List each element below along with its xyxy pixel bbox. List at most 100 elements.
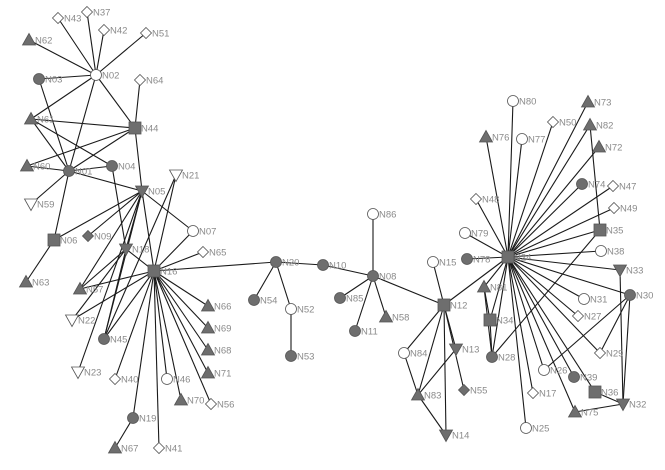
node-n75[interactable]: N75 xyxy=(567,404,599,419)
node-n69[interactable]: N69 xyxy=(200,320,232,335)
node-label: N59 xyxy=(37,200,54,211)
node-n44[interactable]: N44 xyxy=(128,121,158,135)
node-n79[interactable]: N79 xyxy=(459,227,489,240)
node-n58[interactable]: N58 xyxy=(378,309,410,324)
node-n01[interactable]: N01 xyxy=(63,165,93,178)
circle-node-marker xyxy=(367,270,379,282)
node-n67[interactable]: N67 xyxy=(107,440,139,455)
node-n02[interactable]: N02 xyxy=(90,69,120,82)
node-n14[interactable]: N14 xyxy=(438,429,470,443)
node-n42[interactable]: N42 xyxy=(97,23,128,37)
node-n61[interactable]: N61 xyxy=(23,111,55,126)
triangle-down-node-marker xyxy=(70,366,86,380)
node-n20[interactable]: N20 xyxy=(270,256,300,269)
node-n47[interactable]: N47 xyxy=(606,179,637,193)
node-n10[interactable]: N10 xyxy=(317,259,347,272)
node-n51[interactable]: N51 xyxy=(139,26,170,40)
node-n28[interactable]: N28 xyxy=(486,351,516,364)
node-n57[interactable]: N57 xyxy=(72,281,104,296)
node-n07[interactable]: N07 xyxy=(187,225,217,238)
node-n43[interactable]: N43 xyxy=(51,11,82,25)
node-n37[interactable]: N37 xyxy=(80,5,111,19)
node-n15[interactable]: N15 xyxy=(427,256,457,269)
node-n64[interactable]: N64 xyxy=(133,73,164,87)
node-n05[interactable]: N05 xyxy=(134,185,166,199)
node-n08[interactable]: N08 xyxy=(367,270,397,283)
node-n60[interactable]: N60 xyxy=(19,158,51,173)
node-n72[interactable]: N72 xyxy=(591,139,623,154)
node-label: N11 xyxy=(361,327,378,338)
node-n73[interactable]: N73 xyxy=(580,94,612,109)
node-n36[interactable]: N36 xyxy=(588,385,618,399)
node-n85[interactable]: N85 xyxy=(334,292,364,305)
node-n63[interactable]: N63 xyxy=(18,274,50,289)
node-n17[interactable]: N17 xyxy=(526,386,557,400)
node-n54[interactable]: N54 xyxy=(248,294,278,307)
node-n77[interactable]: N77 xyxy=(516,133,546,146)
node-n11[interactable]: N11 xyxy=(349,325,378,338)
node-n18[interactable]: N18 xyxy=(118,243,150,257)
node-n41[interactable]: N41 xyxy=(152,441,183,455)
edge-n35-n28 xyxy=(491,229,601,358)
node-n55[interactable]: N55 xyxy=(457,383,488,397)
node-n25[interactable]: N25 xyxy=(520,422,550,435)
node-n68[interactable]: N68 xyxy=(200,342,232,357)
node-n12[interactable]: N12 xyxy=(437,298,467,312)
node-n59[interactable]: N59 xyxy=(23,198,55,212)
node-n65[interactable]: N65 xyxy=(196,245,227,259)
node-n45[interactable]: N45 xyxy=(98,333,128,346)
node-n21[interactable]: N21 xyxy=(168,169,200,183)
node-label: N74 xyxy=(588,180,605,191)
node-n62[interactable]: N62 xyxy=(21,32,53,47)
node-n80[interactable]: N80 xyxy=(507,95,537,108)
node-n31[interactable]: N31 xyxy=(578,293,608,306)
node-n49[interactable]: N49 xyxy=(607,201,638,215)
node-label: N48 xyxy=(482,195,499,206)
node-n34[interactable]: N34 xyxy=(483,313,513,327)
node-n78[interactable]: N78 xyxy=(461,253,491,266)
node-n16[interactable]: N16 xyxy=(147,264,177,278)
node-n38[interactable]: N38 xyxy=(595,245,625,258)
node-n24[interactable]: N24 xyxy=(501,250,531,264)
node-n06[interactable]: N06 xyxy=(47,233,77,247)
node-n66[interactable]: N66 xyxy=(200,298,232,313)
node-n48[interactable]: N48 xyxy=(469,192,500,206)
circle-node-marker xyxy=(334,292,346,304)
node-n76[interactable]: N76 xyxy=(478,129,510,144)
node-n26[interactable]: N26 xyxy=(538,364,568,377)
node-n82[interactable]: N82 xyxy=(582,117,614,132)
node-n22[interactable]: N22 xyxy=(64,314,96,328)
triangle-node-marker xyxy=(200,365,216,379)
node-n13[interactable]: N13 xyxy=(448,343,480,357)
node-n23[interactable]: N23 xyxy=(70,366,102,380)
edge-n01-n60 xyxy=(26,165,70,172)
node-n09[interactable]: N09 xyxy=(81,229,112,243)
node-label: N46 xyxy=(173,375,190,386)
node-n19[interactable]: N19 xyxy=(127,412,157,425)
node-n83[interactable]: N83 xyxy=(410,387,442,402)
node-n71[interactable]: N71 xyxy=(200,365,232,380)
node-n52[interactable]: N52 xyxy=(285,303,315,316)
node-n46[interactable]: N46 xyxy=(161,373,191,386)
node-n04[interactable]: N04 xyxy=(106,160,136,173)
node-n81[interactable]: N81 xyxy=(476,279,508,294)
node-n29[interactable]: N29 xyxy=(593,346,624,360)
node-n50[interactable]: N50 xyxy=(546,115,577,129)
node-n39[interactable]: N39 xyxy=(568,371,598,384)
node-n70[interactable]: N70 xyxy=(173,392,205,407)
node-n86[interactable]: N86 xyxy=(367,208,397,221)
diamond-node-marker xyxy=(196,245,210,259)
node-n03[interactable]: N03 xyxy=(33,73,63,86)
edge-n24-n47 xyxy=(507,185,614,258)
node-n32[interactable]: N32 xyxy=(615,398,647,412)
node-n40[interactable]: N40 xyxy=(108,372,139,386)
node-n53[interactable]: N53 xyxy=(285,350,315,363)
node-n84[interactable]: N84 xyxy=(398,347,428,360)
node-n27[interactable]: N27 xyxy=(571,309,602,323)
node-n30[interactable]: N30 xyxy=(624,289,654,302)
node-n56[interactable]: N56 xyxy=(204,397,235,411)
node-n35[interactable]: N35 xyxy=(593,223,623,237)
node-n74[interactable]: N74 xyxy=(576,178,606,191)
node-n33[interactable]: N33 xyxy=(612,264,644,278)
